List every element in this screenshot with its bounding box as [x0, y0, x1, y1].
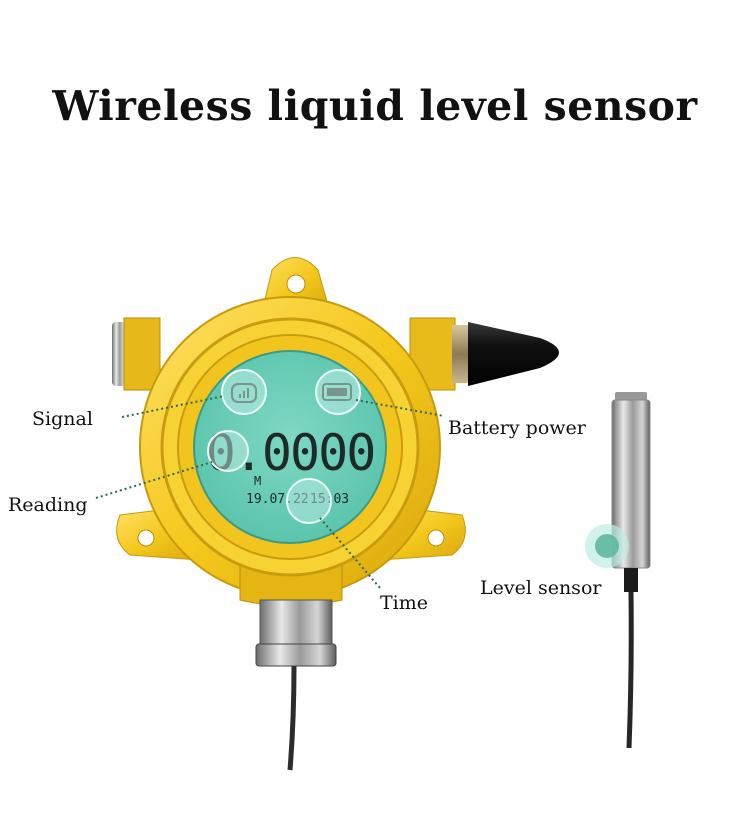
signal-highlight [221, 369, 267, 415]
time-callout-line [319, 517, 381, 589]
reading-highlight [207, 430, 249, 472]
antenna-connector [452, 325, 468, 383]
signal-callout-line [121, 395, 225, 418]
gland-body [259, 599, 333, 649]
time-highlight [286, 478, 332, 524]
lcd-unit: M [254, 474, 261, 488]
battery-highlight [315, 369, 361, 415]
battery-label: Battery power [448, 417, 586, 439]
callout-lines [95, 395, 445, 589]
level-sensor-label: Level sensor [480, 577, 602, 599]
reading-callout-line [95, 461, 213, 499]
callout-highlights [207, 369, 361, 524]
time-label: Time [380, 592, 429, 614]
antenna [468, 322, 559, 386]
probe-strain-relief [624, 568, 638, 592]
level-probe [585, 392, 651, 749]
bottom-gland [255, 599, 337, 771]
left-gland-nut [112, 322, 126, 386]
reading-label: Reading [8, 494, 88, 516]
right-mount-hole [427, 529, 445, 547]
probe-cable [626, 591, 634, 749]
signal-label: Signal [32, 408, 93, 430]
top-mount-hole [286, 274, 306, 294]
probe-highlight-inner [595, 534, 619, 558]
left-port [123, 317, 161, 391]
left-mount-hole [137, 529, 155, 547]
gland-nut [255, 643, 337, 667]
page-title: Wireless liquid level sensor [52, 82, 698, 130]
transmitter-cable [287, 665, 297, 771]
